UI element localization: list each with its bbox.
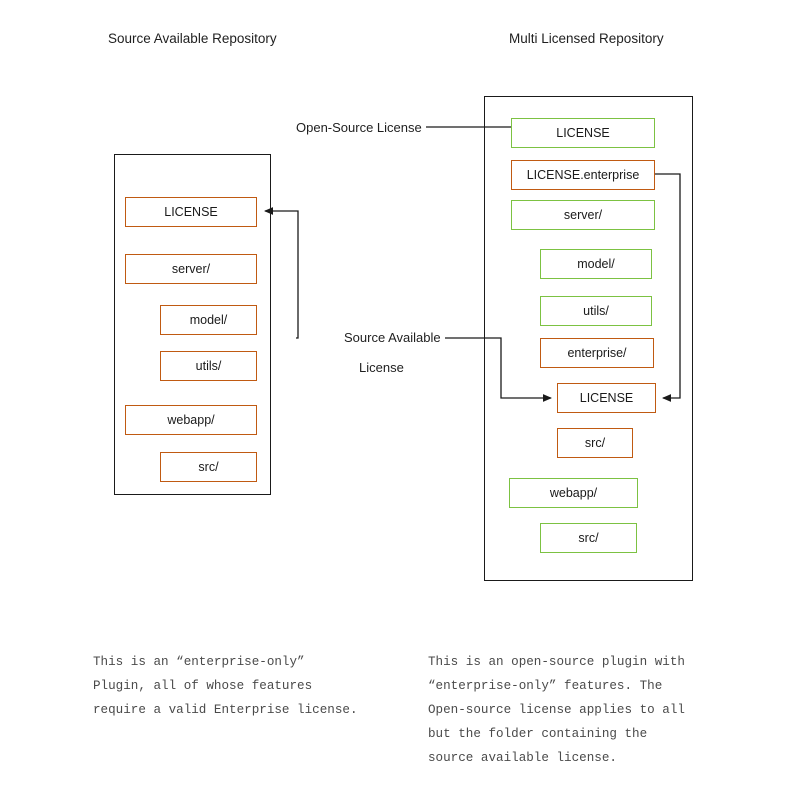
edge-label-source-available-license-line2: License	[355, 360, 408, 375]
left-repository-title: Source Available Repository	[108, 31, 277, 46]
edge-label-source-available-license-line1: Source Available	[340, 330, 445, 345]
left-caption: This is an “enterprise-only” Plugin, all…	[93, 655, 358, 717]
left-node-src[interactable]: src/	[160, 452, 257, 482]
edge-label-open-source-license: Open-Source License	[292, 120, 426, 135]
right-node-server[interactable]: server/	[511, 200, 655, 230]
right-node-enterprise-license[interactable]: LICENSE	[557, 383, 656, 413]
left-node-webapp[interactable]: webapp/	[125, 405, 257, 435]
right-node-model[interactable]: model/	[540, 249, 652, 279]
left-node-model[interactable]: model/	[160, 305, 257, 335]
right-node-enterprise[interactable]: enterprise/	[540, 338, 654, 368]
right-node-license[interactable]: LICENSE	[511, 118, 655, 148]
right-node-webapp-src[interactable]: src/	[540, 523, 637, 553]
right-node-enterprise-src[interactable]: src/	[557, 428, 633, 458]
left-node-server[interactable]: server/	[125, 254, 257, 284]
right-caption: This is an open-source plugin with “ente…	[428, 655, 685, 765]
right-repository-title: Multi Licensed Repository	[509, 31, 664, 46]
left-node-license[interactable]: LICENSE	[125, 197, 257, 227]
right-node-license-enterprise[interactable]: LICENSE.enterprise	[511, 160, 655, 190]
right-node-utils[interactable]: utils/	[540, 296, 652, 326]
left-node-utils[interactable]: utils/	[160, 351, 257, 381]
right-node-webapp[interactable]: webapp/	[509, 478, 638, 508]
